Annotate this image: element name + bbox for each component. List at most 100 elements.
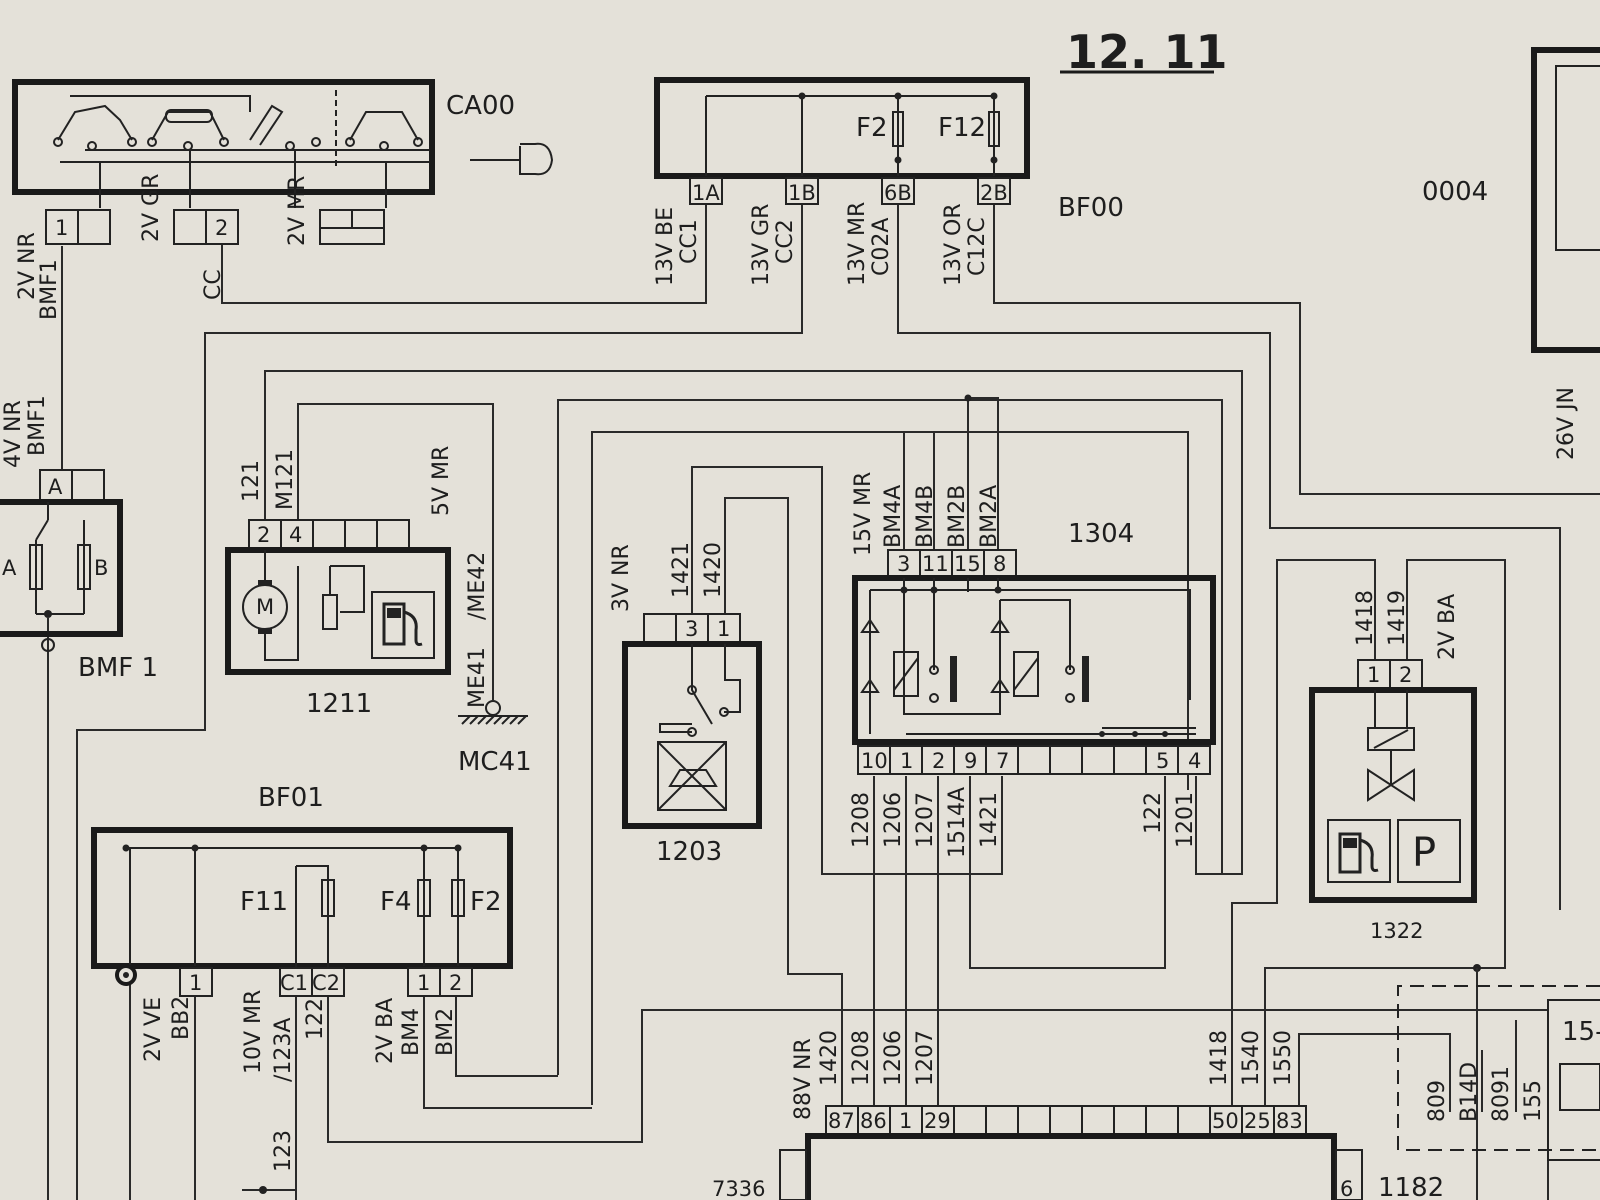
svg-text:4V NR: 4V NR [1,400,26,468]
svg-text:2V NR: 2V NR [15,232,40,300]
svg-text:BMF1: BMF1 [25,395,50,456]
bf01-fuse-f11 [321,879,335,917]
c1211-pin-2: 2 [257,523,270,547]
bf01-ref: BF01 [258,783,324,813]
svg-text:1208: 1208 [849,1030,874,1086]
bf01-fuse-f2 [451,879,465,917]
svg-text:8091: 8091 [1489,1066,1514,1122]
motor-icon-letter: M [256,595,274,619]
svg-text:13V MR: 13V MR [845,202,870,286]
ca00-ref: CA00 [446,91,515,121]
svg-text:50: 50 [1212,1109,1239,1133]
c1182-ref: 1182 [1378,1173,1444,1200]
key-icon [470,142,554,176]
svg-text:1418: 1418 [1207,1030,1232,1086]
relay-coil-2 [1013,651,1039,697]
svg-text:1419: 1419 [1385,590,1410,646]
component-1322: 1418 1419 2V BA 1 2 P 1322 [1309,590,1477,943]
svg-text:88V NR: 88V NR [791,1038,816,1120]
svg-text:13V GR: 13V GR [749,204,774,286]
svg-text:1207: 1207 [913,792,938,848]
svg-text:2V VE: 2V VE [141,997,166,1062]
c15-ref: 15- [1562,1017,1600,1047]
bf00-wire-labels: 13V BE CC1 13V GR CC2 13V MR C02A 13V OR… [653,202,990,286]
crash-car-icon [657,741,727,811]
ca00-pin-1: 1 [55,216,68,240]
svg-text:/ME42: /ME42 [465,552,490,620]
svg-text:C12C: C12C [965,217,990,276]
c1203-pin-3: 3 [685,617,698,641]
bmf1-fuse-holder: 4V NR BMF1 A A B BMF 1 [0,395,158,683]
bf00-fuse-f2 [892,111,904,147]
bf00-pin-1a: 1A [692,181,720,205]
svg-text:BM2: BM2 [433,1008,458,1056]
svg-text:1420: 1420 [701,542,726,598]
svg-text:ME41: ME41 [465,647,490,708]
svg-text:BB2: BB2 [169,996,194,1040]
bmf1-pin-a: A [48,475,63,499]
bf00-pin-6b: 6B [884,181,912,205]
svg-text:BM4B: BM4B [913,485,938,548]
svg-text:BM2B: BM2B [945,485,970,548]
ca00-pin-2: 2 [215,216,228,240]
svg-text:6: 6 [1340,1177,1353,1200]
relay-coil-1 [893,651,919,697]
component-1304: 15V MR BM4A BM4B BM2B BM2A 1304 3 11 15 … [849,472,1216,858]
component-7336: 88V NR 1420 1208 1206 1207 1418 1540 155… [712,1030,1444,1200]
svg-text:2: 2 [932,749,945,773]
svg-text:155: 155 [1521,1080,1546,1122]
svg-text:13V OR: 13V OR [941,203,966,286]
svg-text:CC1: CC1 [677,219,702,264]
svg-text:1514A: 1514A [945,787,970,858]
svg-text:7: 7 [996,749,1009,773]
c1211-body [225,547,451,675]
c1304-ref: 1304 [1068,519,1134,549]
svg-text:5V MR: 5V MR [429,446,454,516]
bmf1-fuse-b [77,544,91,590]
svg-text:10: 10 [861,749,888,773]
svg-text:87: 87 [828,1109,855,1133]
page-number: 12. 11 [1066,25,1228,79]
svg-text:13V BE: 13V BE [653,207,678,286]
svg-text:122: 122 [1141,792,1166,834]
bf00-pin-2b: 2B [980,181,1008,205]
bf01-fuse-f4 [417,879,431,917]
svg-text:3V NR: 3V NR [609,544,634,612]
svg-text:A: A [2,556,17,580]
svg-text:26V JN: 26V JN [1554,387,1579,460]
svg-text:121: 121 [239,460,264,502]
valve-icon [1367,750,1415,802]
svg-text:1550: 1550 [1271,1030,1296,1086]
svg-text:122: 122 [303,998,328,1040]
svg-text:3: 3 [897,552,910,576]
svg-text:1: 1 [189,971,202,995]
bmf1-ref: BMF 1 [78,653,158,683]
svg-text:809: 809 [1425,1080,1450,1122]
svg-text:2: 2 [449,971,462,995]
component-1203: 3V NR 1421 1420 3 1 1203 [609,542,762,867]
c1322-ref: 1322 [1370,919,1423,943]
ca00-wire-labels: 2V NR BMF1 2V GR CC 2V MR [15,174,310,320]
fuel-pump-icon-2 [1327,819,1391,883]
bf01-fuse-box: BF01 F11 F4 F2 1 C1 C2 1 2 2V VE BB2 10V… [91,783,513,1172]
svg-text:29: 29 [924,1109,951,1133]
bf00-ref: BF00 [1058,193,1124,223]
ca00-body [12,79,435,195]
svg-text:15V MR: 15V MR [851,472,876,556]
component-1211: 121 M121 5V MR 2 4 M 1211 [225,446,454,719]
svg-text:1540: 1540 [1239,1030,1264,1086]
svg-text:2: 2 [1399,663,1412,687]
svg-text:BM4A: BM4A [881,485,906,548]
svg-text:BMF1: BMF1 [37,259,62,320]
svg-text:15: 15 [954,552,981,576]
svg-text:1: 1 [900,749,913,773]
bf00-fuse-f12 [988,111,1000,147]
svg-text:2V BA: 2V BA [1435,594,1460,660]
svg-text:CC: CC [201,269,226,300]
svg-text:1420: 1420 [817,1030,842,1086]
svg-text:F11: F11 [240,887,288,917]
ca00-ignition-switch: 1 2 CA00 [12,79,554,245]
svg-text:1207: 1207 [913,1030,938,1086]
bf00-fuse-box: F2 F12 1A 1B 6B 2B BF00 [654,77,1124,223]
